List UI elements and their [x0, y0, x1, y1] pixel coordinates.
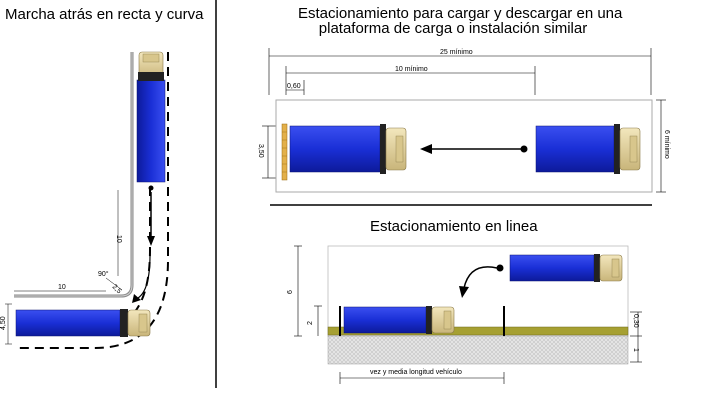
truck-horizontal-left — [15, 309, 151, 337]
dim-width: 6 mínimo — [663, 130, 670, 159]
truck-incoming — [509, 254, 623, 282]
dim-angle: 90° — [98, 270, 109, 278]
dim-min-length: 10 mínimo — [395, 66, 428, 73]
dim-parking-lane: 2 — [307, 321, 314, 325]
dim-lane-width: 4,50 — [0, 316, 7, 330]
dock-bumper — [281, 123, 288, 181]
title-loading-line2: plataforma de carga o instalación simila… — [318, 20, 588, 37]
dim-truck-width: 3,50 — [257, 144, 264, 158]
truck-vertical — [136, 51, 166, 191]
title-reverse: Marcha atrás en recta y curva — [5, 6, 204, 23]
arrow-reverse-curve — [137, 254, 151, 299]
loading-dimensions — [262, 48, 666, 193]
parking-dimensions — [294, 245, 642, 384]
dim-radius: 2,5 — [111, 283, 123, 295]
dim-gap-label: vez y media longitud vehículo — [370, 369, 462, 376]
truck-docked — [289, 124, 407, 174]
truck-approaching — [535, 124, 641, 174]
title-loading-line1: Estacionamiento para cargar y descargar … — [298, 5, 623, 22]
dim-reverse-len1: 10 — [115, 235, 122, 243]
dim-sidewalk: 1 — [632, 348, 639, 352]
title-parking: Estacionamiento en linea — [370, 218, 538, 235]
loading-bay — [275, 99, 653, 193]
dim-curb-height: 0,30 — [632, 314, 639, 328]
dim-parking-height: 6 — [287, 290, 294, 294]
dim-offset: 0,60 — [287, 83, 301, 90]
dim-total-length: 25 mínimo — [440, 49, 473, 56]
title-loading: Estacionamiento para cargar y descargar … — [298, 5, 623, 37]
truck-parked — [343, 306, 455, 334]
dim-reverse-len2: 10 — [58, 284, 66, 291]
curb — [327, 326, 629, 336]
arrow-parking-curve — [463, 266, 498, 289]
sidewalk — [327, 335, 629, 365]
